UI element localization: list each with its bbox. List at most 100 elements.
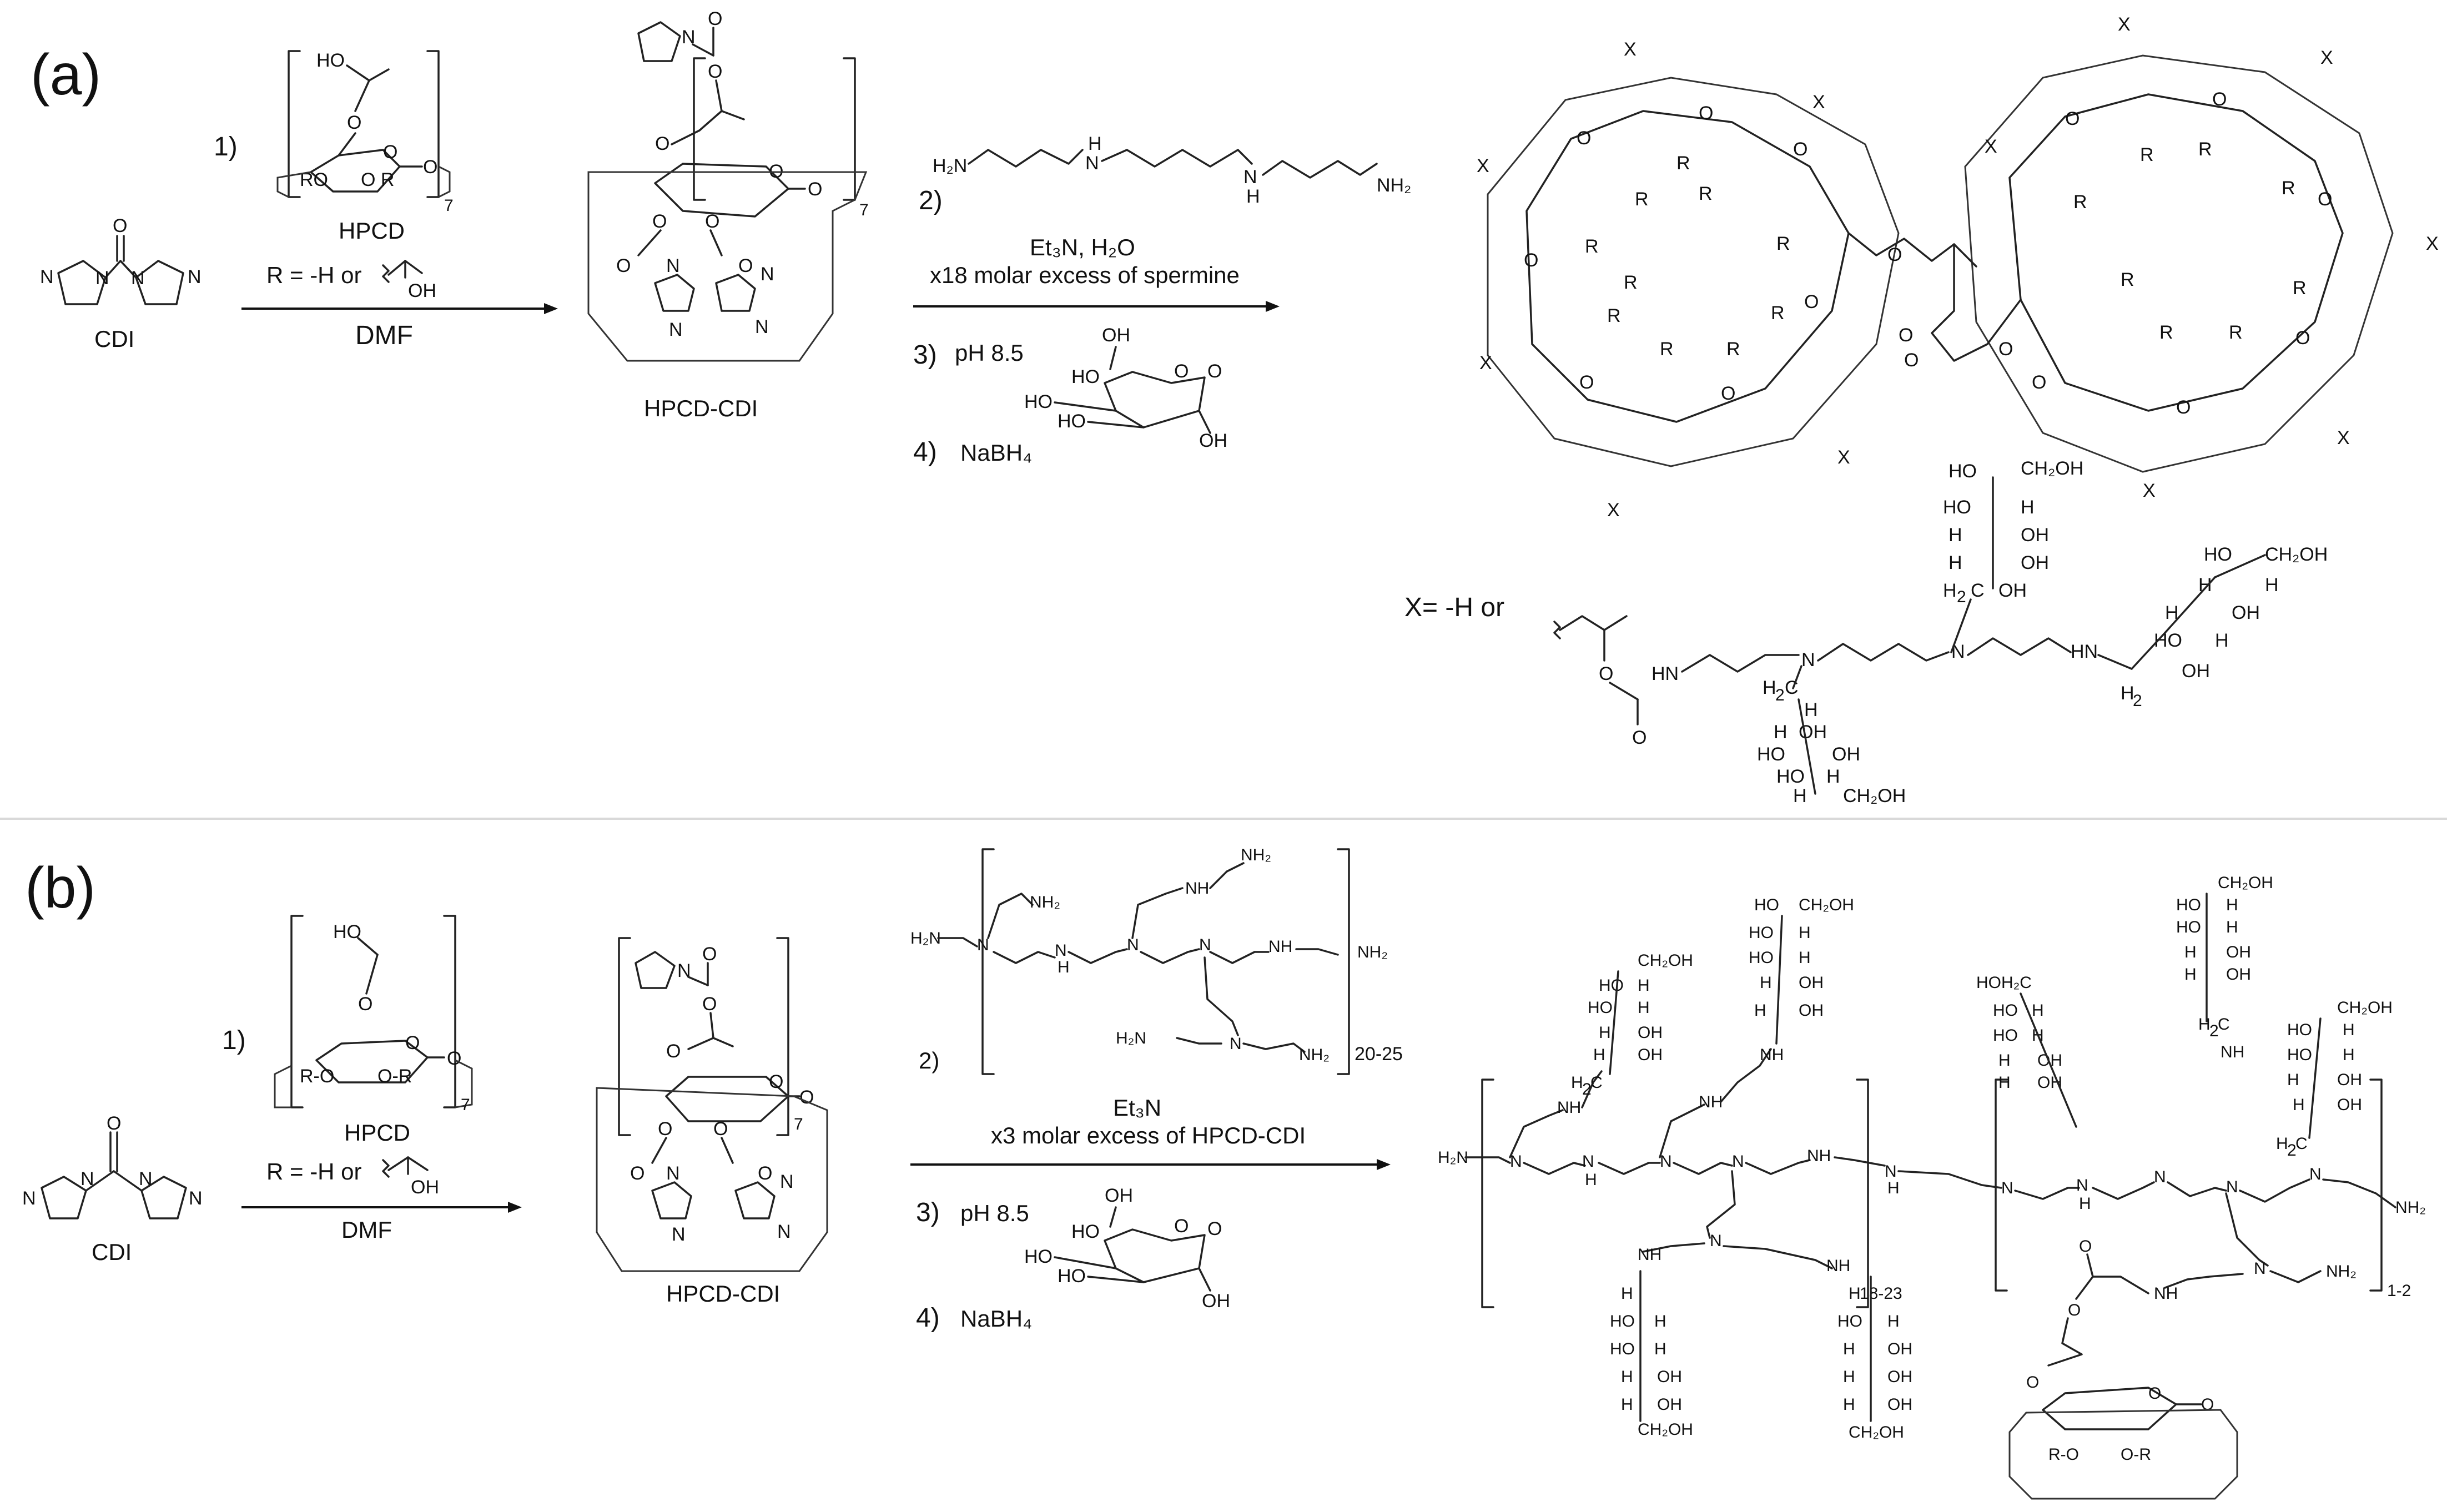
svg-text:H: H xyxy=(1998,1073,2011,1092)
svg-text:N: N xyxy=(22,1188,36,1209)
svg-text:O: O xyxy=(1174,1216,1189,1237)
svg-text:R: R xyxy=(2121,269,2134,290)
svg-text:C: C xyxy=(2295,1135,2308,1153)
svg-text:N: N xyxy=(95,268,109,289)
svg-text:H: H xyxy=(1948,552,1962,573)
panel-a-label: (a) xyxy=(31,43,101,107)
cdi-label-a: CDI xyxy=(94,326,134,352)
svg-text:HO: HO xyxy=(1993,1026,2018,1045)
svg-text:CH₂OH: CH₂OH xyxy=(1799,896,1854,914)
svg-text:HO: HO xyxy=(2204,544,2232,565)
svg-text:H: H xyxy=(1799,949,1811,967)
cyclodextrin-dimer-product: O O O O X X X X X X X X X X X X R R R R … xyxy=(1477,14,2439,521)
svg-text:N: N xyxy=(1582,1152,1594,1171)
svg-text:H: H xyxy=(1887,1179,1900,1197)
svg-text:HO: HO xyxy=(1948,461,1977,482)
svg-text:O: O xyxy=(666,1041,681,1062)
spermine-structure: 2) H₂N N H N H NH₂ xyxy=(919,133,1411,215)
svg-text:C: C xyxy=(1971,580,1985,601)
svg-text:1-2: 1-2 xyxy=(2387,1282,2411,1300)
svg-text:H: H xyxy=(1088,133,1102,154)
svg-text:X: X xyxy=(1985,136,1997,157)
svg-text:O: O xyxy=(2295,327,2310,349)
svg-text:N: N xyxy=(1230,1035,1242,1053)
svg-text:HO: HO xyxy=(1837,1312,1862,1330)
svg-text:NH₂: NH₂ xyxy=(1377,175,1411,196)
svg-text:O: O xyxy=(2176,397,2191,418)
svg-text:R: R xyxy=(1585,236,1599,257)
svg-text:H: H xyxy=(1638,976,1650,995)
svg-text:N: N xyxy=(672,1224,686,1245)
panel-a: (a) O N N N N CDI 1) HO O xyxy=(31,8,2439,807)
svg-text:3): 3) xyxy=(913,340,937,370)
svg-text:HO: HO xyxy=(1071,1221,1100,1242)
svg-text:H: H xyxy=(1599,1024,1611,1042)
reagents-a: Et₃N, H₂O xyxy=(1030,234,1135,260)
svg-text:H: H xyxy=(1804,699,1818,720)
cdi-structure-b: O N N N N CDI xyxy=(22,1113,203,1265)
svg-text:7: 7 xyxy=(794,1115,803,1133)
svg-text:pH 8.5: pH 8.5 xyxy=(955,340,1024,366)
svg-text:O: O xyxy=(799,1087,814,1108)
svg-text:OH: OH xyxy=(1638,1046,1663,1064)
svg-text:N: N xyxy=(40,266,54,288)
svg-text:HO: HO xyxy=(1071,366,1100,387)
svg-text:N: N xyxy=(1885,1162,1897,1181)
svg-text:HO: HO xyxy=(1610,1312,1635,1330)
svg-text:HO: HO xyxy=(2176,896,2201,914)
svg-text:O: O xyxy=(1804,291,1819,313)
svg-text:HO: HO xyxy=(333,921,361,943)
svg-text:HO: HO xyxy=(1599,976,1624,995)
svg-text:O: O xyxy=(1207,361,1222,382)
svg-text:OH: OH xyxy=(1102,325,1130,346)
svg-text:O: O xyxy=(702,994,717,1015)
svg-text:NH: NH xyxy=(1268,938,1292,956)
svg-text:R: R xyxy=(1771,303,1785,324)
svg-text:H: H xyxy=(2032,1001,2044,1020)
svg-text:H: H xyxy=(1799,924,1811,942)
mannose-structure-b: OH HO O O HO HO OH xyxy=(1024,1185,1230,1312)
svg-text:O: O xyxy=(347,112,361,133)
svg-text:O: O xyxy=(708,61,722,82)
svg-text:HO: HO xyxy=(1610,1340,1635,1358)
svg-text:O: O xyxy=(447,1048,461,1069)
svg-text:O: O xyxy=(705,211,719,232)
svg-text:OH: OH xyxy=(2182,661,2210,682)
svg-text:R: R xyxy=(2073,191,2087,213)
svg-text:O: O xyxy=(2032,372,2046,393)
svg-text:1): 1) xyxy=(222,1026,246,1055)
svg-text:H: H xyxy=(1849,1284,1861,1303)
cdi-label-b: CDI xyxy=(92,1239,132,1265)
svg-text:HN: HN xyxy=(1652,663,1679,684)
panel-b: (b) O N N N N CDI 1) HO O O xyxy=(22,846,2426,1500)
svg-text:H: H xyxy=(1654,1312,1666,1330)
svg-text:O: O xyxy=(658,1118,672,1140)
svg-text:OH: OH xyxy=(1657,1368,1682,1386)
svg-text:O: O xyxy=(2212,89,2227,110)
svg-text:HN: HN xyxy=(2071,641,2098,662)
svg-text:N: N xyxy=(188,266,202,288)
svg-text:O R: O R xyxy=(361,169,394,190)
svg-text:HO: HO xyxy=(316,50,345,71)
svg-text:R: R xyxy=(2198,139,2212,160)
svg-text:20-25: 20-25 xyxy=(1355,1044,1403,1065)
svg-text:O: O xyxy=(358,994,372,1015)
svg-text:H: H xyxy=(1843,1395,1855,1414)
svg-text:N: N xyxy=(677,960,691,981)
svg-text:OH: OH xyxy=(1105,1185,1133,1206)
svg-text:O: O xyxy=(1599,663,1613,684)
pei-structure: H₂N N NH₂ N H N NH NH₂ N NH NH₂ N H₂N xyxy=(910,846,1403,1075)
svg-text:CH₂OH: CH₂OH xyxy=(2218,874,2273,892)
svg-text:H: H xyxy=(1621,1395,1633,1414)
svg-text:CH₂OH: CH₂OH xyxy=(1638,951,1693,970)
svg-text:2): 2) xyxy=(919,1047,939,1073)
svg-text:2: 2 xyxy=(2209,1022,2219,1040)
svg-text:OH: OH xyxy=(1887,1368,1912,1386)
svg-text:X: X xyxy=(2320,47,2333,68)
r-definition-a: R = -H or xyxy=(266,262,362,288)
svg-text:H₂N: H₂N xyxy=(1438,1148,1468,1167)
svg-text:N: N xyxy=(755,316,769,337)
svg-text:HO: HO xyxy=(1757,744,1785,765)
svg-text:NaBH₄: NaBH₄ xyxy=(960,440,1032,466)
svg-text:HOH₂C: HOH₂C xyxy=(1976,974,2032,992)
